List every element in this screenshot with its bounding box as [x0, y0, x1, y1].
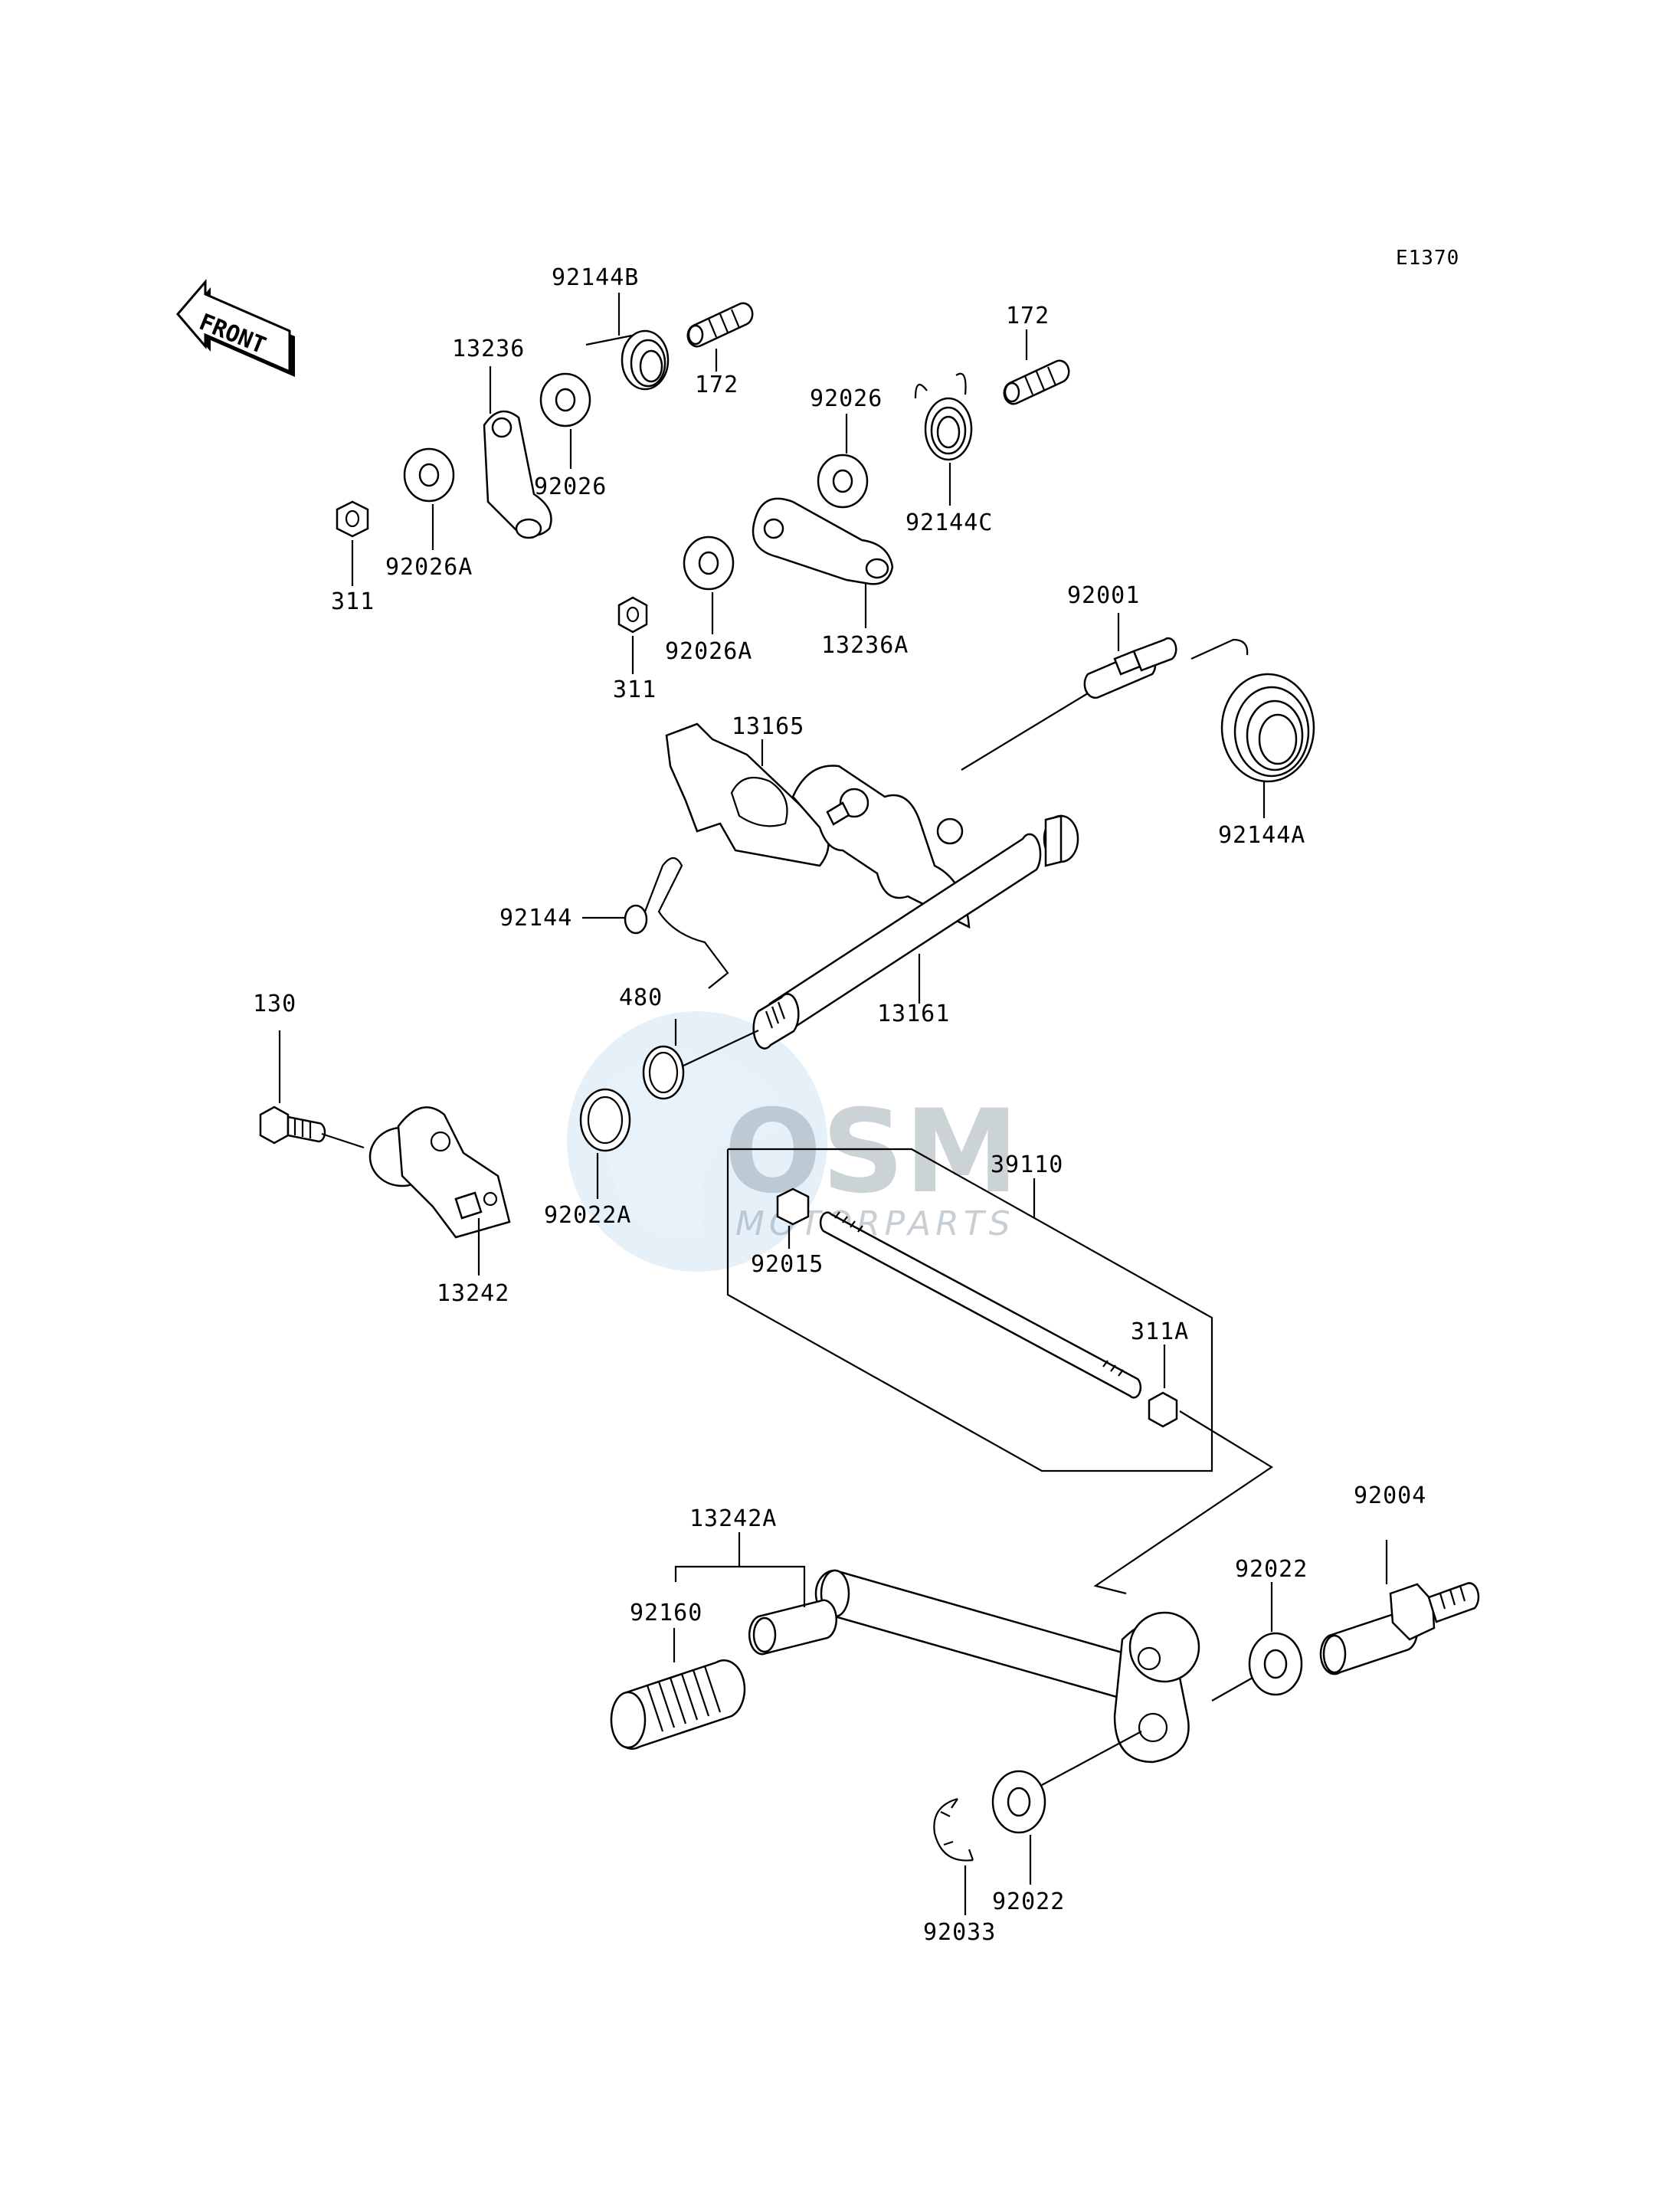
plate-13236 — [483, 410, 552, 539]
part-label-92015: 92015 — [751, 1251, 824, 1278]
part-label-92144: 92144 — [499, 905, 572, 932]
pin-172-a — [686, 302, 754, 348]
part-label-13161: 13161 — [877, 1001, 950, 1027]
part-label-13165: 13165 — [732, 713, 804, 740]
part-label-480: 480 — [619, 984, 663, 1011]
part-label-311A: 311A — [1131, 1318, 1189, 1345]
part-labels: 92144B 172 172 13236 92026 92026 92144C … — [253, 264, 1426, 1946]
part-label-92026A-b: 92026A — [665, 638, 752, 665]
watermark-brand: OSM — [724, 1086, 1019, 1219]
plate-13236A — [752, 497, 894, 585]
part-label-172-a: 172 — [695, 372, 738, 398]
part-label-92022A: 92022A — [544, 1202, 631, 1229]
link-rod-39110 — [819, 1211, 1142, 1399]
washer-92026-a — [539, 372, 591, 427]
washer-92026-b — [817, 454, 869, 509]
spring-92144C — [914, 372, 973, 461]
part-label-92160: 92160 — [630, 1600, 702, 1626]
part-label-92004: 92004 — [1354, 1482, 1426, 1509]
bolt-92004 — [1319, 1582, 1480, 1675]
diagram-code: E1370 — [1396, 247, 1459, 270]
part-label-92001: 92001 — [1067, 582, 1140, 609]
part-label-92144C: 92144C — [905, 509, 993, 536]
circlip-480 — [642, 1045, 685, 1100]
stud-92001 — [1083, 637, 1177, 699]
part-label-92026-b: 92026 — [810, 385, 883, 412]
footpeg-rubber-92160 — [610, 1659, 746, 1750]
washer-92022-a — [1248, 1632, 1303, 1696]
bolt-130 — [259, 1105, 326, 1145]
spring-92144A — [1190, 638, 1315, 783]
e-clip-92033 — [933, 1797, 974, 1862]
washer-92026A-a — [403, 447, 455, 503]
part-label-92026A-a: 92026A — [385, 554, 473, 581]
lever-13242 — [368, 1106, 511, 1239]
spring-92144 — [624, 856, 729, 989]
plate-13165 — [665, 722, 830, 867]
part-label-311-a: 311 — [331, 588, 375, 615]
part-label-13242A: 13242A — [689, 1505, 777, 1532]
pedal-lever-13242A — [748, 1569, 1200, 1764]
washer-92022A — [579, 1088, 631, 1152]
pin-172-b — [1003, 359, 1070, 405]
part-label-92144B: 92144B — [552, 264, 639, 291]
front-arrow: FRONT — [176, 278, 295, 377]
washer-92022-b — [991, 1770, 1046, 1834]
link-rod-box — [726, 1148, 1213, 1472]
part-label-13236A: 13236A — [821, 632, 909, 659]
part-label-13242: 13242 — [437, 1280, 509, 1307]
part-label-92022-a: 92022 — [1235, 1556, 1308, 1583]
washer-92026A-b — [683, 536, 735, 591]
shift-shaft-13161 — [752, 765, 1079, 1050]
spring-92144B — [585, 329, 670, 391]
nut-311-b — [617, 596, 648, 634]
part-label-130: 130 — [253, 991, 296, 1017]
nut-311A — [1148, 1391, 1178, 1428]
part-label-172-b: 172 — [1006, 303, 1050, 329]
part-label-92144A: 92144A — [1218, 822, 1305, 849]
part-label-311-b: 311 — [613, 676, 657, 703]
part-label-13236: 13236 — [452, 336, 525, 362]
part-label-39110: 39110 — [991, 1151, 1063, 1178]
part-label-92022-b: 92022 — [992, 1888, 1065, 1915]
part-label-92026-a: 92026 — [534, 473, 607, 500]
watermark: OSM MOTORPARTS — [567, 1011, 1019, 1272]
nut-92015 — [776, 1187, 810, 1226]
nut-311-a — [336, 500, 369, 538]
part-label-92033: 92033 — [923, 1919, 996, 1946]
